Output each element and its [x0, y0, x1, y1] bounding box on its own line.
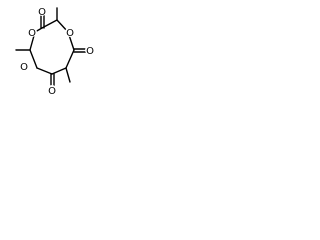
bond-o-ring-bottom-c7	[36, 67, 53, 75]
methyl-bond-lower-right	[65, 67, 71, 83]
atom-bg-ring-right	[65, 27, 75, 37]
bond-c5-o-ring-bottom	[51, 67, 67, 75]
chemical-structure-diagram: O O O O O O	[15, 6, 95, 97]
oxygen-left-carbonyl: O	[20, 62, 28, 73]
oxygen-top: O	[38, 7, 46, 18]
atom-bg-right	[85, 45, 95, 55]
atom-bg-left	[19, 61, 29, 71]
atom-labels: O O O O O O	[19, 6, 95, 97]
oxygen-bottom-carbonyl: O	[48, 86, 56, 97]
atom-bg-top	[37, 6, 47, 16]
oxygen-ring-right: O	[66, 28, 74, 39]
oxygen-ring-left: O	[28, 28, 36, 39]
bond-c4-c5	[65, 49, 75, 69]
substituent-bonds	[15, 7, 87, 87]
atom-bg-ring-left	[27, 27, 37, 37]
oxygen-right-carbonyl: O	[86, 46, 94, 57]
bond-c7-c8	[29, 49, 38, 69]
atom-bg-bottom	[47, 85, 57, 95]
